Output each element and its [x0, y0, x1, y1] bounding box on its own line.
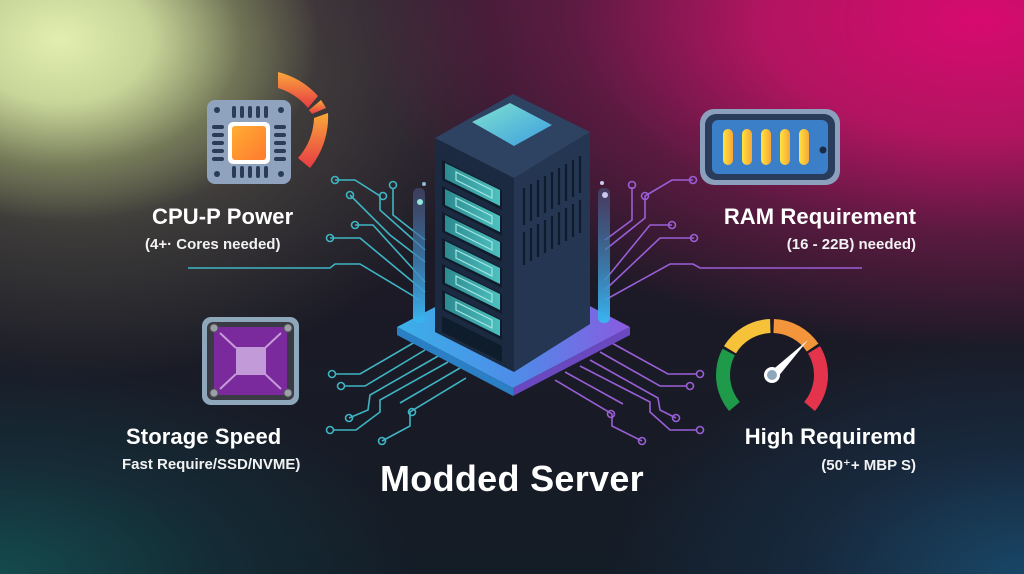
ssd-storage-icon	[202, 317, 299, 405]
ram-bar	[799, 129, 809, 165]
power-arc-icon	[278, 72, 329, 168]
gauge-segment-red	[804, 346, 828, 411]
cpu-title: CPU-P Power	[152, 204, 294, 229]
server-drive-bays	[442, 160, 502, 362]
drive-bay	[442, 238, 502, 288]
drive-bay	[442, 212, 502, 262]
light-pillar-left	[413, 188, 425, 323]
ram-bar	[742, 129, 752, 165]
page-title: Modded Server	[380, 458, 644, 499]
drive-bay	[442, 290, 502, 340]
ram-subtitle: (16 - 22B) needed)	[786, 236, 916, 253]
speedometer-icon	[716, 319, 828, 411]
cpu-subtitle: (4+· Cores needed)	[145, 236, 281, 253]
drive-bay	[442, 186, 502, 236]
ram-bar	[761, 129, 771, 165]
gauge-needle	[770, 340, 808, 378]
ram-module-icon	[700, 109, 840, 185]
storage-subtitle: Fast Require/SSD/NVME)	[122, 456, 301, 473]
ram-bar	[780, 129, 790, 165]
network-title: High Requiremd	[744, 424, 916, 449]
cpu-chip-icon	[207, 100, 291, 184]
network-subtitle: (50⁺+ MBP S)	[821, 457, 916, 474]
server-vents	[522, 156, 582, 265]
drive-bay	[442, 160, 502, 210]
circuit-traces-right-lower	[554, 341, 705, 446]
ram-bar	[723, 129, 733, 165]
server-top-screen	[472, 103, 552, 146]
circuit-traces-left-lower	[325, 341, 467, 446]
server-rack-icon	[397, 94, 630, 396]
gauge-segment-orange	[773, 319, 819, 352]
circuit-traces-right-upper	[604, 175, 862, 301]
gauge-segment-yellow	[723, 319, 771, 354]
light-pillar-right	[598, 188, 610, 323]
storage-title: Storage Speed	[126, 424, 282, 449]
drive-bay	[442, 264, 502, 314]
ram-title: RAM Requirement	[723, 204, 916, 229]
gauge-segment-green	[716, 348, 740, 411]
